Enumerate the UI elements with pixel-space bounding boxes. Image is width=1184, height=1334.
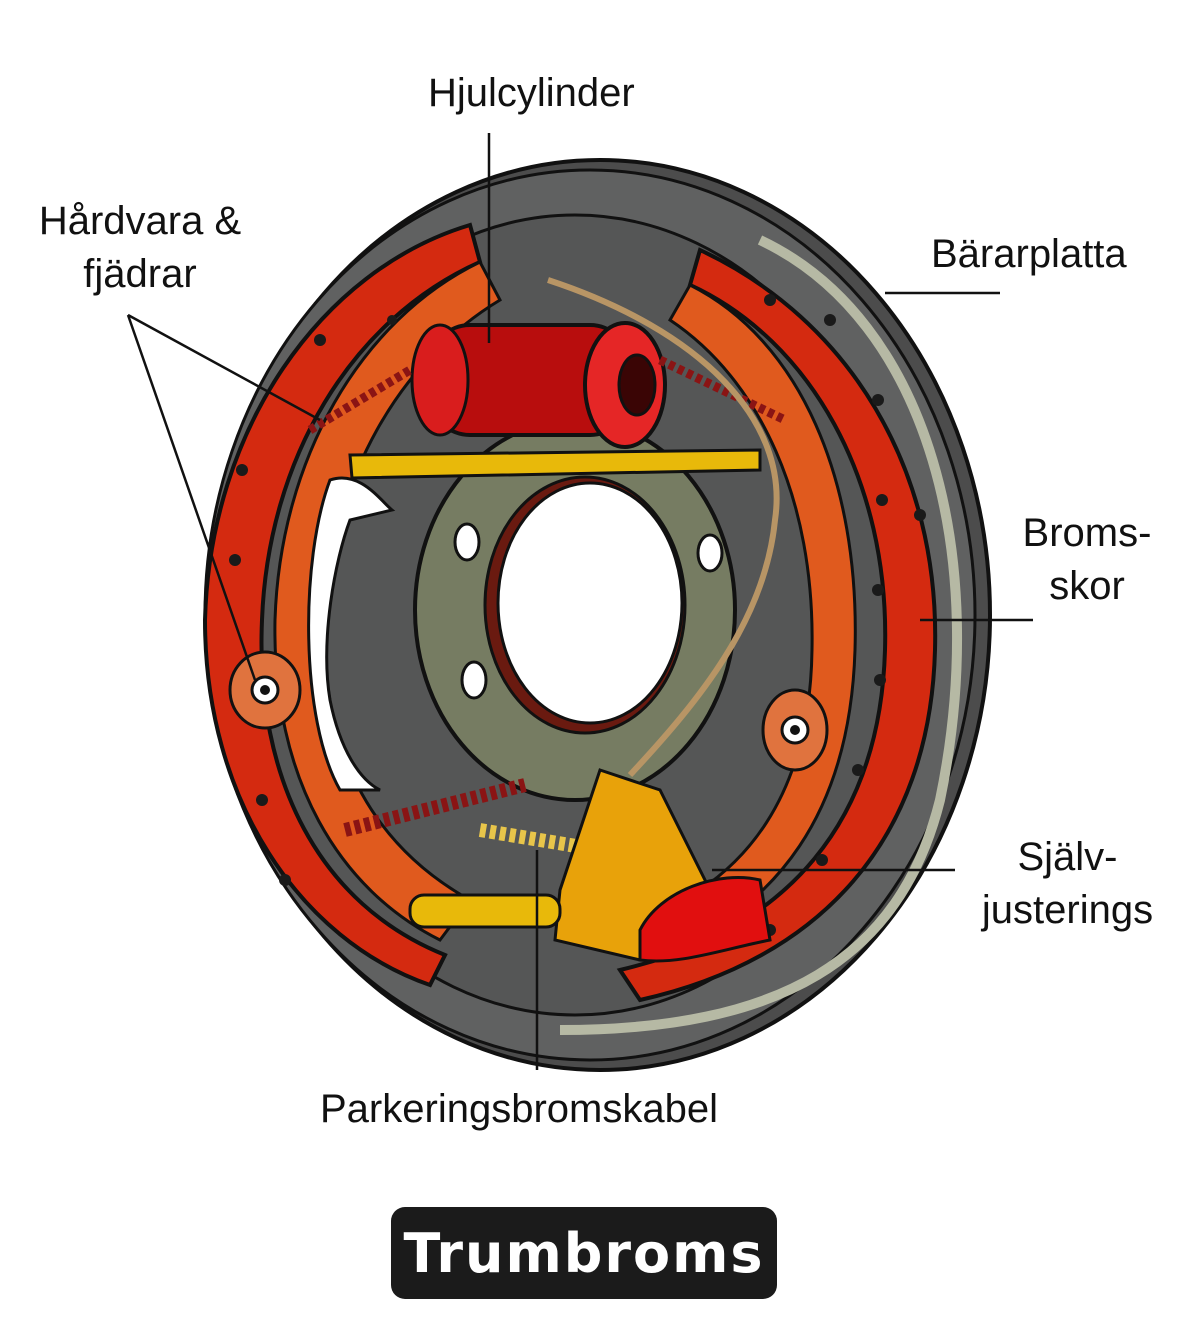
lower-springs xyxy=(343,778,632,862)
self-adjuster xyxy=(408,768,772,963)
leader-lines xyxy=(126,133,1033,1070)
upper-springs xyxy=(307,355,787,434)
diagram-title: Trumbroms xyxy=(403,1221,765,1285)
parking-brake-cable xyxy=(547,277,780,778)
strut-bar xyxy=(348,448,762,480)
label-bararplatta: Bärarplatta xyxy=(931,232,1127,276)
label-hardvara-fjadrar: Hårdvara & fjädrar xyxy=(38,199,242,296)
label-sjalvjusterings: Själv- justerings xyxy=(981,835,1154,932)
label-hjulcylinder: Hjulcylinder xyxy=(428,71,635,115)
wheel-cylinder xyxy=(410,321,667,449)
left-brake-shoe xyxy=(202,222,502,988)
title-badge: Trumbroms xyxy=(391,1207,777,1299)
label-parkeringsbromskabel: Parkeringsbromskabel xyxy=(320,1087,718,1131)
hold-down-pins xyxy=(228,650,829,772)
label-bromsskor: Broms- skor xyxy=(1022,511,1152,608)
